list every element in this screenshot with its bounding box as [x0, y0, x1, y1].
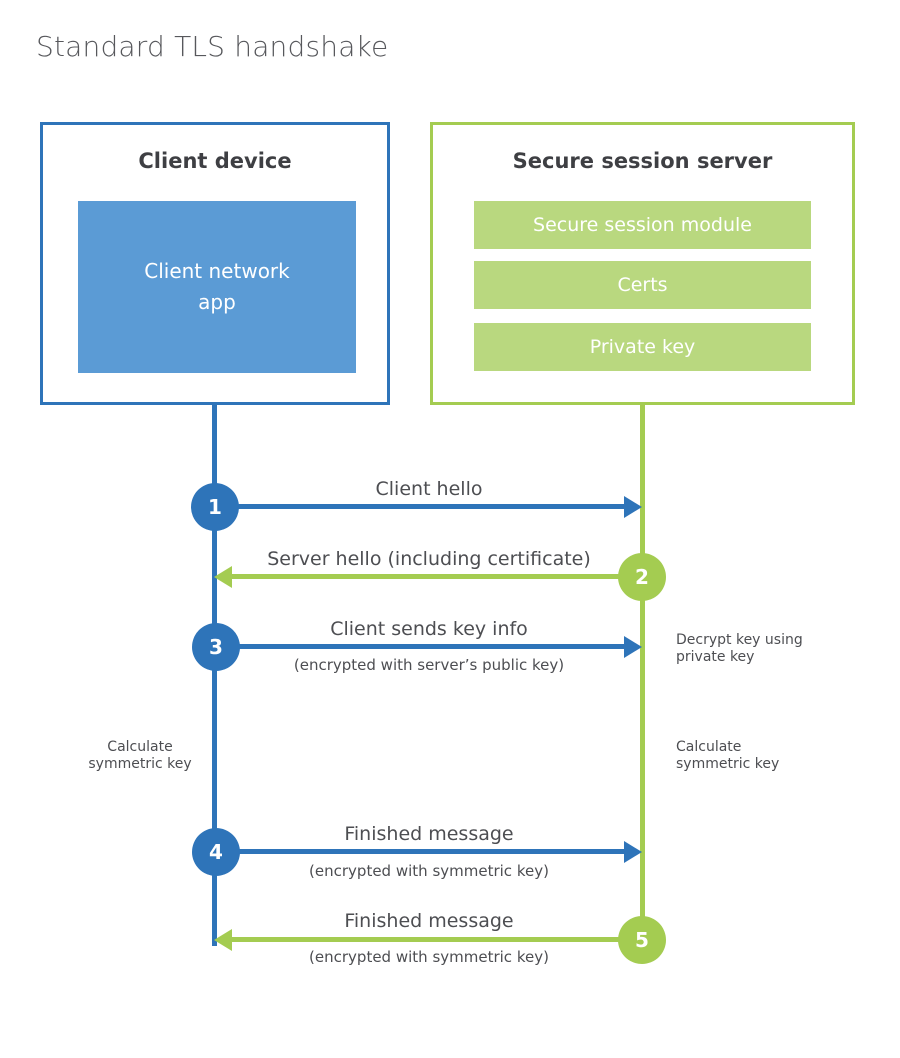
diagram-title: Standard TLS handshake	[36, 30, 389, 63]
server-lifeline	[640, 405, 645, 940]
client-module-label: Client network app	[144, 259, 290, 314]
note-decrypt-key: Decrypt key using private key	[676, 632, 803, 666]
arrow-finished-server	[230, 937, 642, 942]
step-circle-1: 1	[191, 483, 239, 531]
client-device-panel: Client device Client network app	[40, 122, 390, 405]
server-module-certs: Certs	[474, 261, 811, 309]
client-network-app-module: Client network app	[78, 201, 356, 373]
arrow-server-hello	[230, 574, 642, 579]
message-label-finished-client: Finished message	[344, 823, 514, 845]
arrow-key-info	[216, 644, 628, 649]
step-circle-3: 3	[192, 623, 240, 671]
message-label-key-info: Client sends key info	[330, 618, 528, 640]
arrowhead-left-icon	[214, 566, 232, 588]
note-calc-left-line2: symmetric key	[88, 756, 192, 772]
note-decrypt-line1: Decrypt key using	[676, 632, 803, 648]
step-circle-5: 5	[618, 916, 666, 964]
client-lifeline	[212, 405, 217, 946]
message-label-finished-server: Finished message	[344, 910, 514, 932]
message-sub-finished-server: (encrypted with symmetric key)	[309, 948, 549, 966]
arrow-client-hello	[216, 504, 628, 509]
server-panel-heading: Secure session server	[512, 149, 773, 173]
server-module-secure-session: Secure session module	[474, 201, 811, 249]
message-label-server-hello: Server hello (including certificate)	[267, 548, 591, 570]
arrowhead-left-icon	[214, 929, 232, 951]
note-calc-left-line1: Calculate	[107, 739, 173, 755]
server-panel: Secure session server Secure session mod…	[430, 122, 855, 405]
arrowhead-right-icon	[624, 841, 642, 863]
note-calculate-symmetric-key-server: Calculate symmetric key	[676, 739, 779, 773]
note-decrypt-line2: private key	[676, 649, 755, 665]
message-sub-key-info: (encrypted with server’s public key)	[293, 656, 565, 674]
note-calculate-symmetric-key-client: Calculate symmetric key	[85, 739, 195, 773]
client-panel-heading: Client device	[138, 149, 292, 173]
arrow-finished-client	[216, 849, 628, 854]
message-sub-finished-client: (encrypted with symmetric key)	[309, 862, 549, 880]
step-circle-2: 2	[618, 553, 666, 601]
step-circle-4: 4	[192, 828, 240, 876]
arrowhead-right-icon	[624, 636, 642, 658]
message-label-client-hello: Client hello	[375, 478, 483, 500]
server-module-private-key: Private key	[474, 323, 811, 371]
arrowhead-right-icon	[624, 496, 642, 518]
note-calc-right-line2: symmetric key	[676, 756, 780, 772]
note-calc-right-line1: Calculate	[676, 739, 742, 755]
